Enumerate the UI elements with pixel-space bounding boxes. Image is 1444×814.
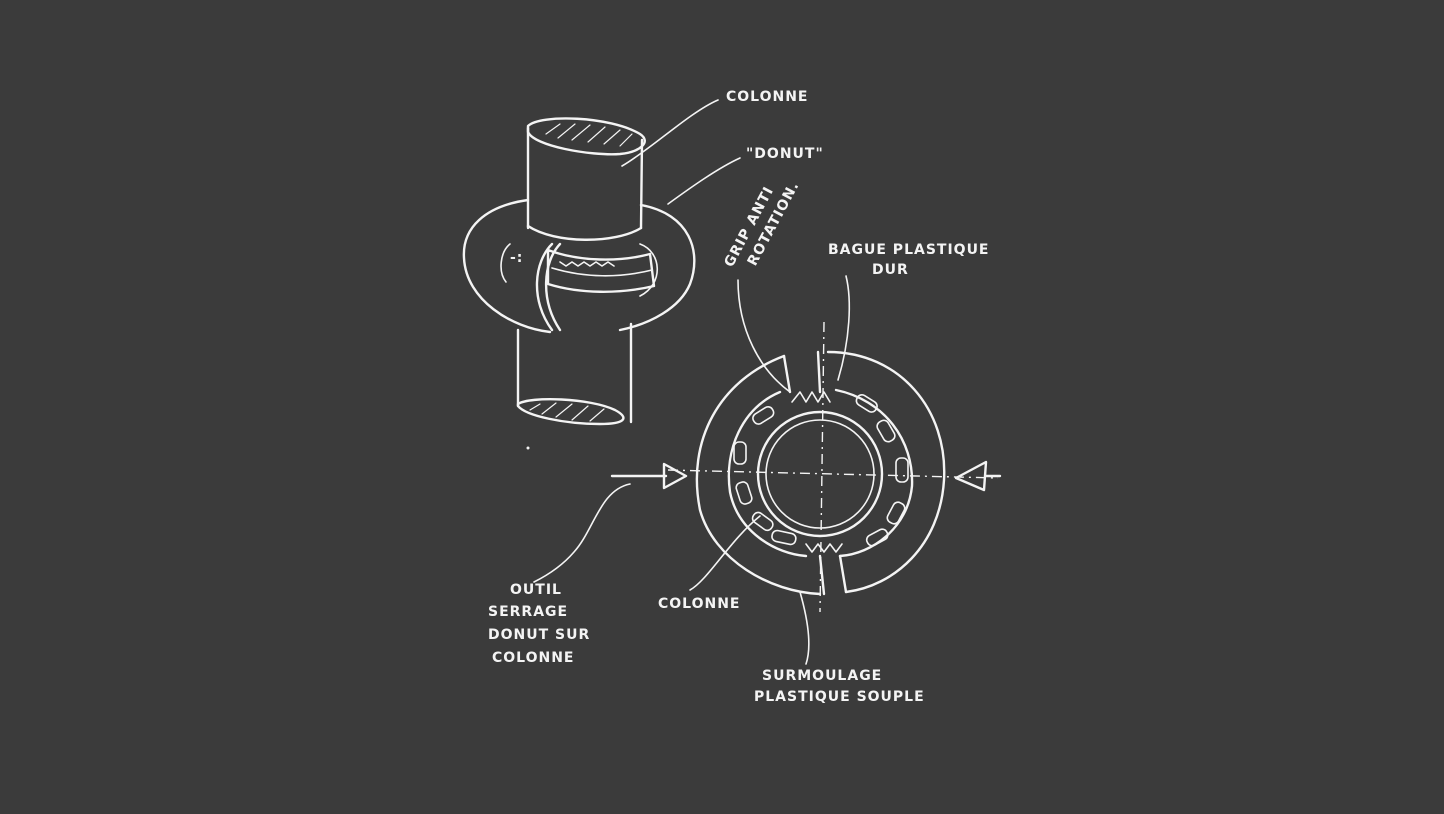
- label-bague-line2: DUR: [872, 262, 909, 278]
- label-colonne-top: COLONNE: [726, 89, 809, 105]
- outer-ring-right: [826, 350, 946, 594]
- leader-donut: [667, 157, 741, 205]
- bottom-grip-teeth: [805, 543, 843, 553]
- bottom-gap-right-edge: [838, 554, 848, 594]
- donut-groove-inner-line: [551, 267, 653, 277]
- leader-surmoulage: [799, 591, 810, 665]
- donut-section-view: [610, 321, 1002, 613]
- donut-groove-band: [546, 248, 656, 293]
- donut-side-mark: -:: [510, 250, 523, 266]
- donut-split-line-2: [544, 242, 562, 332]
- column-top-ellipse: [526, 117, 646, 156]
- leader-colonne-bottom: [689, 515, 761, 591]
- top-grip-teeth: [791, 391, 831, 403]
- right-clamp-arrow: [954, 460, 1002, 492]
- label-outil-line2: SERRAGE: [488, 604, 568, 620]
- donut-split-line: [535, 242, 554, 332]
- column-upper-right-side: [639, 138, 644, 230]
- vertical-centerline: [819, 321, 825, 613]
- column-upper-bottom-curve: [526, 224, 643, 241]
- label-surmoulage-line2: PLASTIQUE SOUPLE: [754, 689, 925, 705]
- donut-teeth-marks: [559, 261, 615, 267]
- horizontal-centerline: [667, 469, 999, 479]
- label-donut: "DONUT": [746, 146, 824, 162]
- donut-inner-opening: [500, 243, 659, 297]
- column-bottom-ellipse: [516, 398, 625, 426]
- label-grip-group: GRIP ANTI ROTATION.: [721, 179, 802, 270]
- label-outil-line4: COLONNE: [492, 650, 575, 666]
- leader-outil: [533, 483, 631, 583]
- column-top-hatching: [545, 123, 633, 147]
- column-circle-inner: [765, 419, 875, 529]
- left-clamp-arrow: [610, 462, 688, 490]
- label-outil-line1: OUTIL: [510, 582, 562, 598]
- top-gap-left-edge: [782, 354, 792, 394]
- column-bottom-hatching: [529, 402, 605, 422]
- stray-dot: [526, 446, 530, 450]
- leader-colonne-top: [621, 99, 719, 167]
- ring-slots: [733, 394, 909, 547]
- top-gap-right-edge: [816, 350, 822, 394]
- leader-bague: [837, 275, 851, 381]
- column-circle-outer: [756, 410, 884, 538]
- label-surmoulage-line1: SURMOULAGE: [762, 668, 882, 684]
- inner-ring-left: [727, 390, 808, 558]
- outer-ring-left: [695, 354, 822, 596]
- donut-outer-contour: [462, 198, 696, 334]
- leader-grip: [737, 279, 791, 393]
- label-colonne-bottom: COLONNE: [658, 596, 741, 612]
- label-bague-line1: BAGUE PLASTIQUE: [828, 242, 990, 258]
- bottom-gap-left-edge: [818, 554, 826, 596]
- donut-column-3d-sketch: -:: [462, 117, 696, 450]
- label-outil-line3: DONUT SUR: [488, 627, 590, 643]
